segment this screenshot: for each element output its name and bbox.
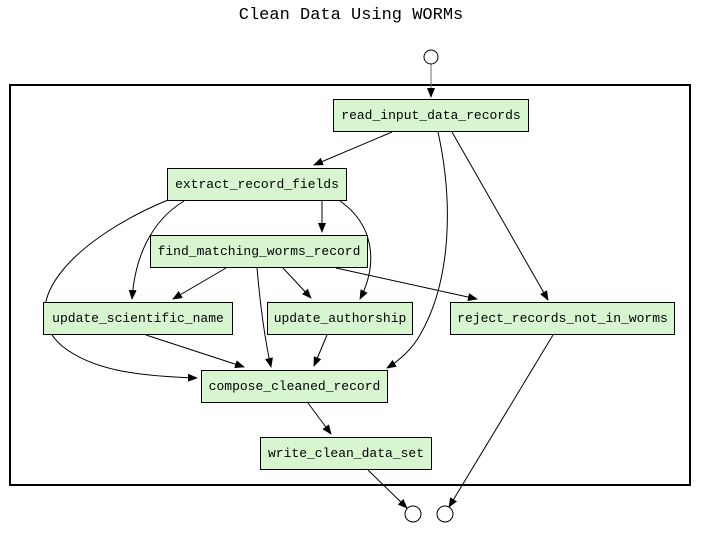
edge-extract_record_fields-to-update_authorship	[339, 200, 372, 300]
node-update_scientific_name: update_scientific_name	[43, 302, 233, 335]
edge-reject_records_not_in_worms-to-end-right	[448, 334, 554, 508]
cluster-border	[9, 84, 691, 486]
node-write_clean_data_set: write_clean_data_set	[260, 437, 432, 470]
terminal-circle-end-right	[436, 505, 454, 523]
node-extract_record_fields: extract_record_fields	[167, 168, 347, 201]
edge-compose_cleaned_record-to-write_clean_data_set	[307, 402, 332, 435]
edge-read_input_data_records-to-compose_cleaned_record	[386, 131, 448, 369]
edge-find_matching_worms_record-to-update_authorship	[282, 267, 312, 299]
edge-extract_record_fields-to-update_scientific_name	[128, 200, 185, 300]
edge-read_input_data_records-to-reject_records_not_in_worms	[451, 131, 549, 301]
terminal-circle-end-left	[404, 505, 422, 523]
edge-find_matching_worms_record-to-reject_records_not_in_worms	[335, 267, 478, 301]
node-read_input_data_records: read_input_data_records	[333, 99, 529, 132]
edge-write_clean_data_set-to-end-left	[367, 469, 408, 509]
terminal-circle-start	[423, 49, 439, 65]
node-compose_cleaned_record: compose_cleaned_record	[201, 370, 388, 403]
diagram-title: Clean Data Using WORMs	[238, 6, 464, 25]
edge-find_matching_worms_record-to-compose_cleaned_record	[256, 267, 273, 368]
edge-update_authorship-to-compose_cleaned_record	[313, 334, 328, 367]
edge-read_input_data_records-to-extract_record_fields	[313, 131, 393, 166]
node-update_authorship: update_authorship	[267, 302, 413, 335]
node-reject_records_not_in_worms: reject_records_not_in_worms	[450, 302, 675, 335]
edge-update_scientific_name-to-compose_cleaned_record	[145, 334, 245, 369]
edge-find_matching_worms_record-to-update_scientific_name	[172, 267, 227, 300]
node-find_matching_worms_record: find_matching_worms_record	[150, 235, 368, 268]
